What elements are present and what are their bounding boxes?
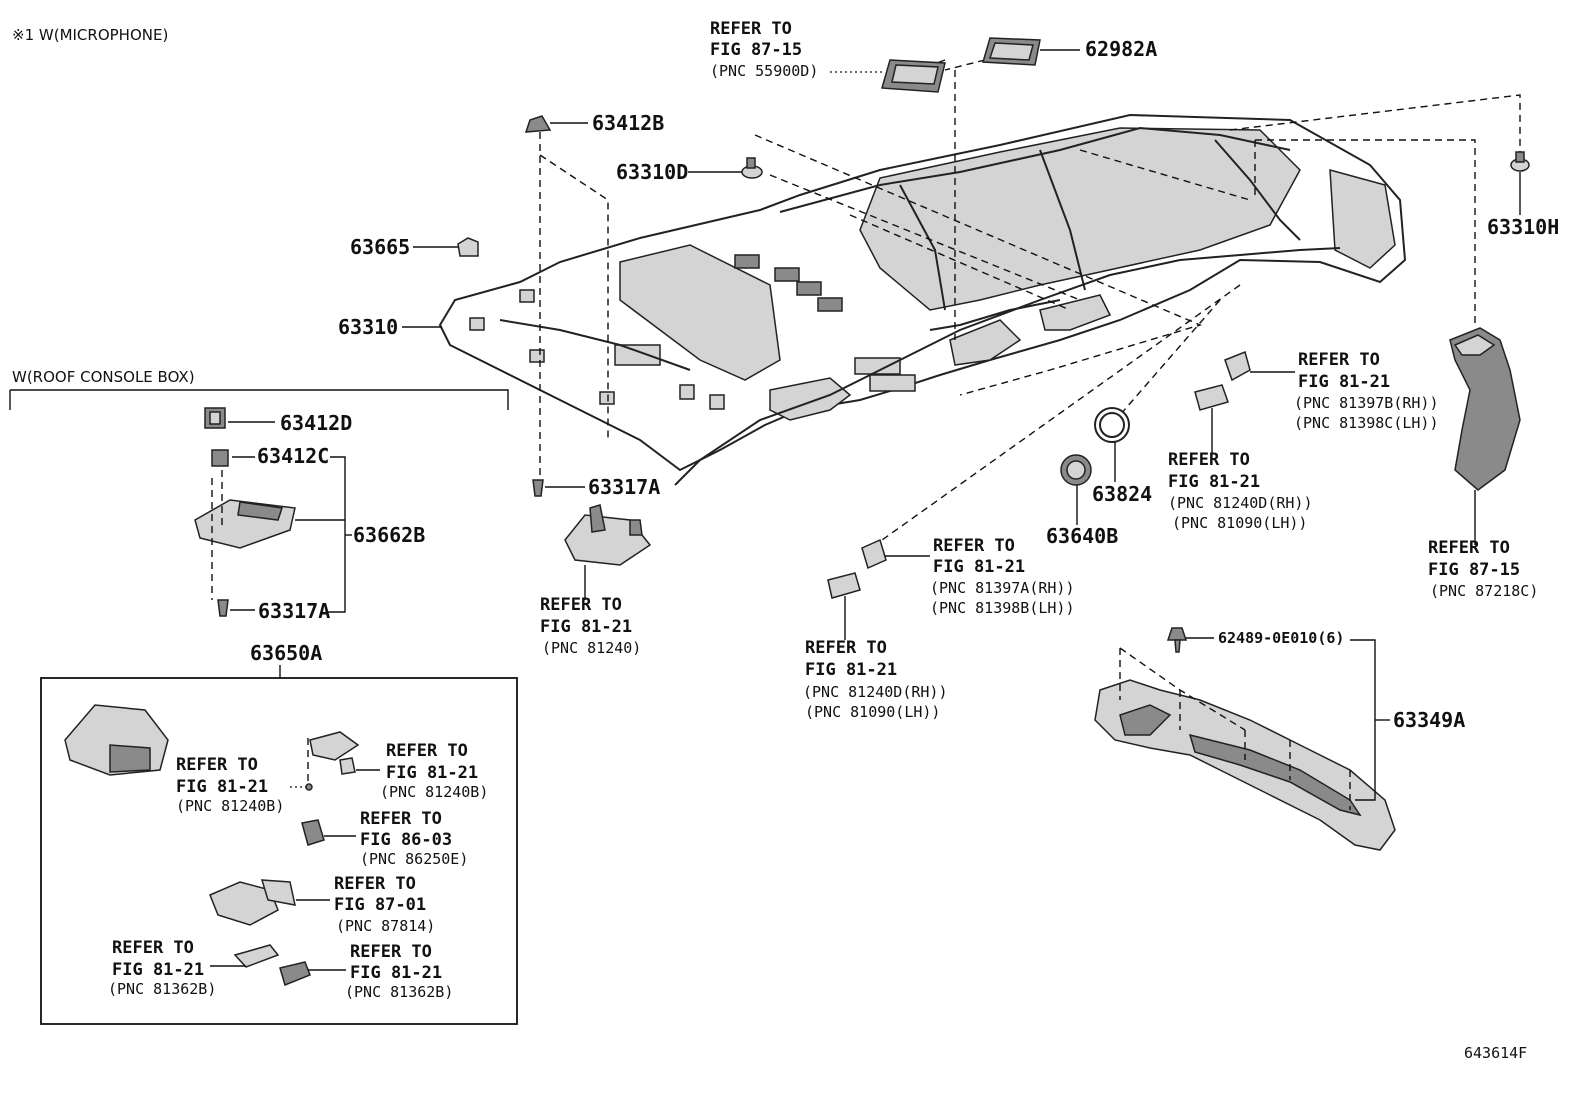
ref12-refer: REFER TO bbox=[112, 938, 194, 958]
label-63310H: 63310H bbox=[1487, 215, 1559, 239]
ref8-pnc: (PNC 81240B) bbox=[176, 797, 284, 815]
ref4-fig: FIG 87-15 bbox=[1428, 560, 1520, 580]
ref12-fig: FIG 81-21 bbox=[112, 960, 204, 980]
label-62489: 62489-0E010(6) bbox=[1218, 629, 1344, 647]
ref10-refer: REFER TO bbox=[360, 809, 442, 829]
part-63310: 63310 bbox=[338, 315, 442, 339]
ref13-fig: FIG 81-21 bbox=[350, 963, 442, 983]
ref7-pnc1: (PNC 81240D(RH)) bbox=[803, 683, 948, 701]
ref2-refer: REFER TO bbox=[1298, 350, 1380, 370]
part-63317A-box: 63317A bbox=[217, 599, 330, 623]
ref9: REFER TO FIG 81-21 (PNC 81240B) bbox=[356, 741, 488, 801]
ref2-fig: FIG 81-21 bbox=[1298, 372, 1390, 392]
label-63640B: 63640B bbox=[1046, 524, 1118, 548]
label-63349A: 63349A bbox=[1393, 708, 1465, 732]
ref10-pnc: (PNC 86250E) bbox=[360, 850, 468, 868]
ref5-pnc: (PNC 81240) bbox=[542, 639, 641, 657]
console-box-parts bbox=[64, 704, 360, 987]
part-63640B: 63640B bbox=[1046, 454, 1118, 548]
label-63665: 63665 bbox=[350, 235, 410, 259]
part-63412D: 63412D bbox=[204, 407, 352, 435]
label-63650A: 63650A bbox=[250, 641, 322, 665]
part-pnc-55900D: REFER TO FIG 87-15 (PNC 55900D) bbox=[710, 19, 946, 93]
label-63412B: 63412B bbox=[592, 111, 664, 135]
alignment-lines bbox=[539, 59, 1521, 546]
ref6-pnc2: (PNC 81398B(LH)) bbox=[930, 599, 1075, 617]
ref11-fig: FIG 87-01 bbox=[334, 895, 426, 915]
part-62982A: 62982A bbox=[982, 37, 1157, 66]
label-63310: 63310 bbox=[338, 315, 398, 339]
ref1-refer: REFER TO bbox=[710, 19, 792, 39]
ref13-pnc: (PNC 81362B) bbox=[345, 983, 453, 1001]
ref1-pnc: (PNC 55900D) bbox=[710, 62, 818, 80]
part-63317A-main: 63317A bbox=[532, 475, 660, 499]
ref6-pnc1: (PNC 81397A(RH)) bbox=[930, 579, 1075, 597]
label-63317A-main: 63317A bbox=[588, 475, 660, 499]
ref10: REFER TO FIG 86-03 (PNC 86250E) bbox=[324, 809, 468, 868]
part-63824: 63824 bbox=[1092, 407, 1152, 506]
ref8-refer: REFER TO bbox=[176, 755, 258, 775]
part-63310D: 63310D bbox=[616, 157, 763, 184]
ref10-fig: FIG 86-03 bbox=[360, 830, 452, 850]
part-pnc-81240: REFER TO FIG 81-21 (PNC 81240) bbox=[540, 504, 652, 657]
roof-console-box-note: W(ROOF CONSOLE BOX) bbox=[12, 368, 195, 386]
label-62982A: 62982A bbox=[1085, 37, 1157, 61]
part-pnc-81397B: REFER TO FIG 81-21 (PNC 81397B(RH)) (PNC… bbox=[1224, 350, 1439, 432]
ref8-fig: FIG 81-21 bbox=[176, 777, 268, 797]
ref6-refer: REFER TO bbox=[933, 536, 1015, 556]
ref9-fig: FIG 81-21 bbox=[386, 763, 478, 783]
ref1-fig: FIG 87-15 bbox=[710, 40, 802, 60]
ref3-pnc2: (PNC 81090(LH)) bbox=[1172, 514, 1307, 532]
label-63317A-box: 63317A bbox=[258, 599, 330, 623]
ref2-pnc2: (PNC 81398C(LH)) bbox=[1294, 414, 1439, 432]
ref11-pnc: (PNC 87814) bbox=[336, 917, 435, 935]
part-62489: 62489-0E010(6) bbox=[1166, 627, 1344, 653]
ref12-pnc: (PNC 81362B) bbox=[108, 980, 216, 998]
ref7-pnc2: (PNC 81090(LH)) bbox=[805, 703, 940, 721]
part-pnc-81240D-left: REFER TO FIG 81-21 (PNC 81240D(RH)) (PNC… bbox=[803, 572, 948, 721]
part-pnc-81240D-right: REFER TO FIG 81-21 (PNC 81240D(RH)) (PNC… bbox=[1168, 384, 1313, 532]
ref12: REFER TO FIG 81-21 (PNC 81362B) bbox=[108, 938, 246, 998]
ref13: REFER TO FIG 81-21 (PNC 81362B) bbox=[308, 942, 453, 1001]
ref5-fig: FIG 81-21 bbox=[540, 617, 632, 637]
ref9-pnc: (PNC 81240B) bbox=[380, 783, 488, 801]
ref6-fig: FIG 81-21 bbox=[933, 557, 1025, 577]
part-pnc-81397A: REFER TO FIG 81-21 (PNC 81397A(RH)) (PNC… bbox=[861, 536, 1075, 617]
part-63310H: 63310H bbox=[1487, 151, 1559, 239]
ref8: REFER TO FIG 81-21 (PNC 81240B) bbox=[176, 755, 284, 815]
ref11-refer: REFER TO bbox=[334, 874, 416, 894]
ref4-refer: REFER TO bbox=[1428, 538, 1510, 558]
ref13-refer: REFER TO bbox=[350, 942, 432, 962]
label-63412C: 63412C bbox=[257, 444, 329, 468]
label-63662B: 63662B bbox=[353, 523, 425, 547]
ref9-refer: REFER TO bbox=[386, 741, 468, 761]
ref7-refer: REFER TO bbox=[805, 638, 887, 658]
ref4-pnc: (PNC 87218C) bbox=[1430, 582, 1538, 600]
ref3-fig: FIG 81-21 bbox=[1168, 472, 1260, 492]
ref5-refer: REFER TO bbox=[540, 595, 622, 615]
microphone-note: ※1 W(MICROPHONE) bbox=[12, 26, 168, 44]
headliner-assembly bbox=[438, 113, 1407, 486]
part-63665: 63665 bbox=[350, 235, 479, 259]
ref2-pnc1: (PNC 81397B(RH)) bbox=[1294, 394, 1439, 412]
roof-console-bracket bbox=[9, 389, 509, 410]
part-63412B: 63412B bbox=[524, 111, 664, 135]
roof-console-box-frame bbox=[40, 677, 518, 1025]
part-63662B: 63662B bbox=[194, 456, 425, 613]
ref7-fig: FIG 81-21 bbox=[805, 660, 897, 680]
label-63412D: 63412D bbox=[280, 411, 352, 435]
label-63824: 63824 bbox=[1092, 482, 1152, 506]
ref3-pnc1: (PNC 81240D(RH)) bbox=[1168, 494, 1313, 512]
part-63349A: 63349A bbox=[1094, 639, 1465, 851]
part-pnc-87218C: REFER TO FIG 87-15 (PNC 87218C) bbox=[1428, 327, 1538, 600]
ref3-refer: REFER TO bbox=[1168, 450, 1250, 470]
label-63310D: 63310D bbox=[616, 160, 688, 184]
figure-id: 643614F bbox=[1464, 1044, 1527, 1062]
part-63412C: 63412C bbox=[211, 444, 329, 468]
ref11: REFER TO FIG 87-01 (PNC 87814) bbox=[296, 874, 435, 935]
